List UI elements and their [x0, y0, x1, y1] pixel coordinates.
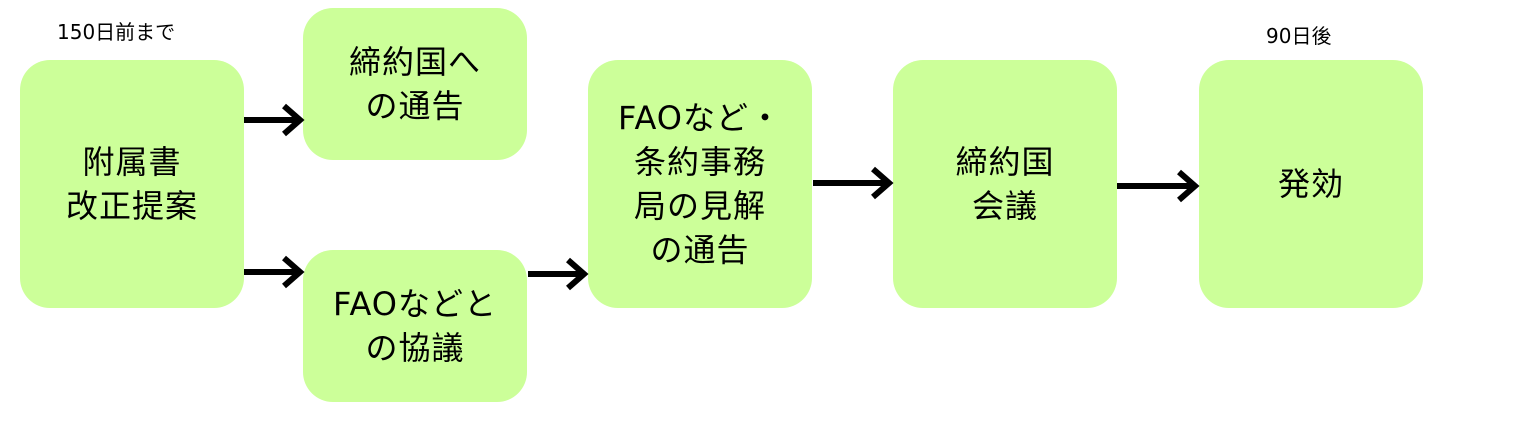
notify-parties-label: 締約国へ の通告 — [348, 43, 481, 125]
arrow-conference-to-entry — [1117, 169, 1200, 203]
consult-fao-node: FAOなどと の協議 — [303, 250, 527, 402]
conference-of-parties-node: 締約国 会議 — [893, 60, 1117, 308]
consult-fao-label: FAOなどと の協議 — [333, 285, 497, 367]
notify-parties-node: 締約国へ の通告 — [303, 8, 527, 160]
entry-into-force-label: 発効 — [1277, 165, 1344, 203]
arrow-proposal-to-notify — [244, 103, 305, 137]
entry-into-force-node: 発効 — [1199, 60, 1423, 308]
start-deadline-note: 150日前まで — [57, 20, 176, 44]
arrow-consult-to-views — [528, 257, 589, 291]
amendment-proposal-node: 附属書 改正提案 — [20, 60, 244, 308]
fao-secretariat-views-label: FAOなど・ 条約事務 局の見解 の通告 — [618, 99, 782, 269]
arrow-views-to-conference — [813, 166, 894, 200]
amendment-proposal-label: 附属書 改正提案 — [65, 143, 198, 225]
entry-delay-note: 90日後 — [1266, 24, 1332, 48]
fao-secretariat-views-node: FAOなど・ 条約事務 局の見解 の通告 — [588, 60, 812, 308]
conference-of-parties-label: 締約国 会議 — [955, 143, 1055, 225]
arrow-proposal-to-consult — [244, 255, 305, 289]
